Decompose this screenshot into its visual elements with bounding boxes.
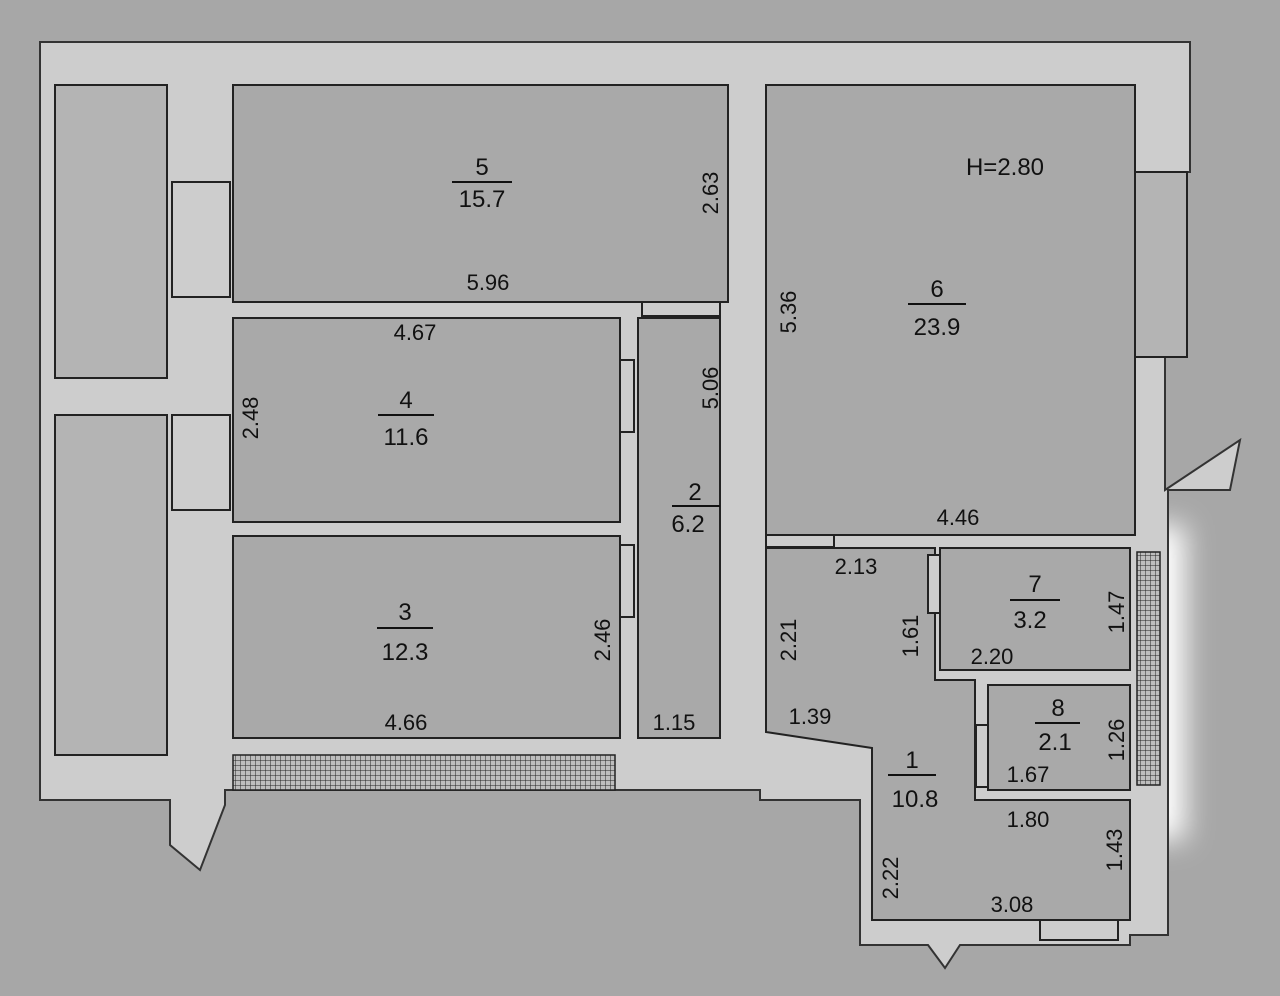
room-label-5: 5 15.7	[452, 154, 512, 213]
balcony-lower	[54, 414, 168, 756]
door-room-3[interactable]	[619, 544, 635, 618]
dim-r1-f: 1.43	[1102, 829, 1127, 872]
room-6	[765, 84, 1136, 536]
dim-r4-height: 2.48	[238, 397, 263, 440]
room-number: 6	[930, 276, 943, 303]
dim-r1-b: 2.21	[776, 619, 801, 662]
room-number: 7	[1028, 571, 1041, 598]
door-room-6[interactable]	[765, 534, 835, 548]
hatched-strip-right	[1136, 551, 1161, 786]
room-area: 10.8	[892, 786, 939, 813]
room-label-3: 3 12.3	[377, 599, 433, 666]
room-8	[987, 684, 1131, 791]
dim-r5-height: 2.63	[698, 172, 723, 215]
room-area: 23.9	[914, 314, 961, 341]
room-label-1: 1 10.8	[888, 747, 938, 813]
room-4	[232, 317, 621, 523]
room-number: 5	[475, 154, 488, 181]
ceiling-height: H=2.80	[966, 154, 1044, 181]
dim-r1-e: 3.08	[991, 892, 1034, 917]
dim-r8-width: 1.67	[1007, 762, 1050, 787]
room-number: 1	[905, 747, 918, 774]
room-5	[232, 84, 729, 303]
dim-r5-width: 5.96	[467, 270, 510, 295]
hatched-strip-bottom	[232, 754, 616, 791]
room-number: 4	[399, 387, 412, 414]
window-right	[1134, 171, 1188, 358]
balcony-door-upper[interactable]	[171, 181, 231, 298]
room-number: 2	[688, 479, 701, 506]
room-area: 3.2	[1013, 607, 1046, 634]
balcony-upper	[54, 84, 168, 379]
room-label-8: 8 2.1	[1035, 695, 1080, 756]
door-room-8[interactable]	[975, 724, 989, 788]
room-area: 2.1	[1038, 729, 1071, 756]
room-area: 15.7	[459, 186, 506, 213]
room-7	[939, 547, 1131, 671]
dim-r4-width: 4.67	[394, 320, 437, 345]
door-room-7[interactable]	[927, 554, 941, 614]
room-2	[637, 317, 721, 739]
dim-r1-a: 2.13	[835, 554, 878, 579]
room-1	[765, 547, 1131, 921]
dim-r8-h: 1.26	[1104, 719, 1129, 762]
dim-r2-width: 1.15	[653, 710, 696, 735]
room-number: 8	[1051, 695, 1064, 722]
dim-r7-h1: 1.61	[898, 615, 923, 658]
door-room-4[interactable]	[619, 359, 635, 433]
dim-r6-height: 5.36	[776, 291, 801, 334]
room-label-7: 7 3.2	[1010, 571, 1060, 634]
room-label-6: 6 23.9	[908, 276, 966, 341]
room-area: 6.2	[671, 511, 704, 538]
dim-r7-h2: 1.47	[1104, 591, 1129, 634]
room-area: 11.6	[384, 424, 429, 451]
dim-r1-g: 1.80	[1007, 807, 1050, 832]
balcony-door-lower[interactable]	[171, 414, 231, 511]
dim-r1-c: 1.39	[789, 704, 832, 729]
room-number: 3	[398, 599, 411, 626]
dim-r3-width: 4.66	[385, 710, 428, 735]
door-room-5[interactable]	[641, 301, 721, 317]
room-3	[232, 535, 621, 739]
entrance-door[interactable]	[1039, 919, 1119, 941]
room-label-4: 4 11.6	[378, 387, 434, 451]
dim-r1-d: 2.22	[878, 857, 903, 900]
dim-r7-width: 2.20	[971, 644, 1014, 669]
dim-r3-height: 2.46	[590, 619, 615, 662]
dim-r6-width: 4.46	[937, 505, 980, 530]
room-area: 12.3	[382, 639, 429, 666]
dim-r2-height: 5.06	[698, 367, 723, 410]
room-label-2: 2 6.2	[671, 479, 720, 538]
